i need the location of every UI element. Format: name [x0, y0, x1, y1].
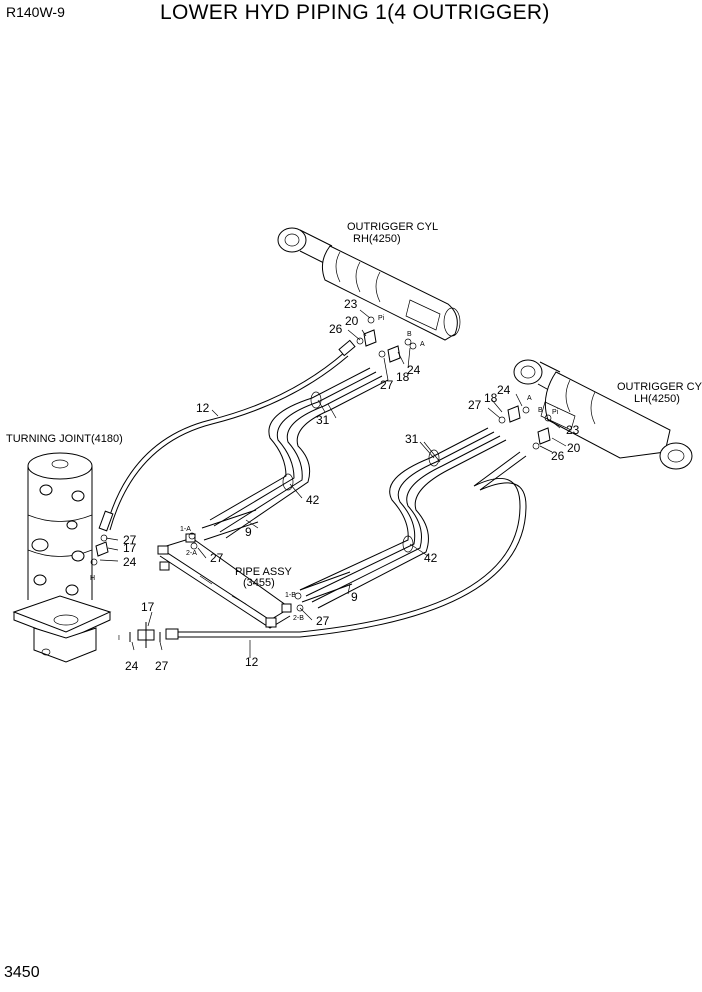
page-title: LOWER HYD PIPING 1(4 OUTRIGGER): [160, 1, 550, 24]
callout-27-pipe-2a: 27: [210, 551, 224, 565]
callout-27-tj: 27: [123, 533, 137, 547]
callout-17-tj: 17: [123, 541, 137, 555]
pipe-assembly: [157, 533, 292, 629]
pipe-assy-label-2: (3455): [243, 577, 275, 589]
port-1b: 1-B: [285, 592, 296, 599]
callout-42-lh: 42: [424, 551, 438, 565]
callout-27-pipe-2b: 27: [316, 614, 330, 628]
callout-24-rh: 24: [407, 363, 421, 377]
callout-17-bulkhead: 17: [141, 600, 155, 614]
callout-9-lh: 9: [351, 590, 358, 604]
callout-27-lh: 27: [468, 398, 482, 412]
callout-27-lower: 27: [155, 659, 169, 673]
callout-42-rh: 42: [306, 493, 320, 507]
callout-26-lh: 26: [551, 449, 565, 463]
port-pi-rh: Pi: [378, 315, 385, 322]
port-pi-lh: Pi: [552, 409, 559, 416]
port-i: I: [118, 635, 120, 642]
model-code: R140W-9: [6, 4, 65, 20]
callout-12-upper: 12: [196, 401, 210, 415]
port-2a: 2-A: [186, 550, 197, 557]
callout-18-rh: 18: [396, 370, 410, 384]
callout-12-lower: 12: [245, 655, 259, 669]
callout-23-rh: 23: [344, 297, 358, 311]
port-b-lh: B: [538, 407, 543, 414]
outrigger-cylinder-rh: [277, 227, 461, 341]
leader-lines: [99, 309, 567, 658]
outrigger-cylinder-lh: [513, 359, 693, 470]
port-a-lh: A: [527, 395, 532, 402]
callout-31-lh: 31: [405, 432, 419, 446]
callout-9-rh: 9: [245, 525, 252, 539]
callout-18-lh: 18: [484, 391, 498, 405]
hydraulic-lines: [98, 339, 527, 640]
port-b-rh: B: [407, 331, 412, 338]
fittings: [90, 316, 552, 648]
page-number: 3450: [4, 964, 40, 981]
port-a-rh: A: [420, 341, 425, 348]
turning-joint-label: TURNING JOINT(4180): [6, 433, 123, 445]
cyl-rh-label-2: RH(4250): [353, 233, 401, 245]
callout-24-tj: 24: [123, 555, 137, 569]
cyl-lh-label-1: OUTRIGGER CYL: [617, 381, 702, 393]
cyl-rh-label-1: OUTRIGGER CYL: [347, 221, 438, 233]
callout-24-lower: 24: [125, 659, 139, 673]
port-1a: 1-A: [180, 526, 191, 533]
callout-31-rh: 31: [316, 413, 330, 427]
callout-26-rh: 26: [329, 322, 343, 336]
callout-23-lh: 23: [566, 423, 580, 437]
callout-20-lh: 20: [567, 441, 581, 455]
turning-joint: [12, 452, 112, 663]
port-h: H: [90, 575, 95, 582]
port-2b: 2-B: [293, 615, 304, 622]
callout-27-rh: 27: [380, 378, 394, 392]
cyl-lh-label-2: LH(4250): [634, 393, 680, 405]
callout-24-lh: 24: [497, 383, 511, 397]
pipe-assy-label-1: PIPE ASSY: [235, 566, 293, 578]
callout-20-rh: 20: [345, 314, 359, 328]
